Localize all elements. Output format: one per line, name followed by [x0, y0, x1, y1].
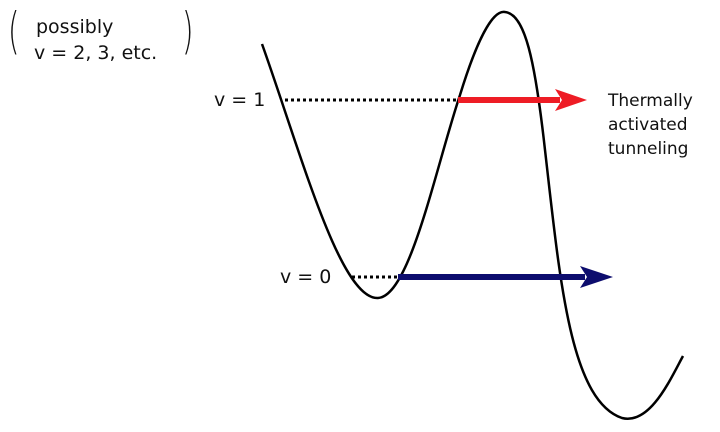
annotation-line-1: Thermally — [608, 91, 693, 111]
level-label-v0: v = 0 — [280, 266, 332, 288]
note-line-2: v = 2, 3, etc. — [34, 42, 158, 64]
left-parenthesis: ( — [7, 2, 20, 60]
annotation-line-2: activated — [608, 115, 688, 135]
note-line-1: possibly — [36, 16, 114, 38]
level-label-v1: v = 1 — [214, 89, 266, 111]
annotation-line-3: tunneling — [608, 139, 689, 159]
potential-energy-curve — [260, 10, 685, 420]
right-parenthesis: ) — [181, 2, 194, 60]
blue-tunneling-arrow — [398, 266, 613, 288]
red-tunneling-arrow — [458, 89, 587, 111]
